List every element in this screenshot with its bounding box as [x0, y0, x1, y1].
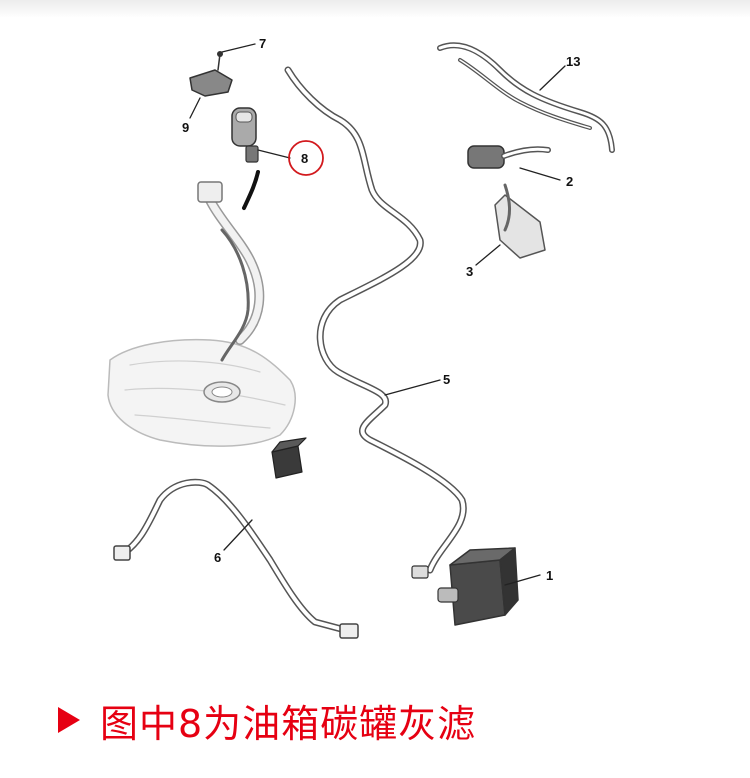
pipe-5	[284, 66, 467, 574]
clamp-part-9	[189, 51, 233, 97]
part-label-2: 2	[566, 174, 573, 189]
pipe-6	[113, 478, 359, 639]
bracket-3	[494, 183, 546, 259]
leader-lines	[189, 43, 566, 586]
part-label-1: 1	[546, 568, 553, 583]
part-8-highlight-circle	[288, 140, 324, 176]
part-label-5: 5	[443, 372, 450, 387]
pipe-13	[437, 42, 615, 153]
purge-valve-2	[467, 145, 551, 169]
part-label-9: 9	[182, 120, 189, 135]
parts-diagram: 1 2 3 5 6 7 8 9 13	[107, 36, 615, 639]
tank-valve-block	[271, 437, 307, 479]
caption-text: 图中8为油箱碳罐灰滤	[100, 701, 477, 746]
part-label-13: 13	[566, 54, 580, 69]
carbon-canister	[411, 547, 519, 626]
canister-ash-filter	[231, 107, 260, 210]
part-label-3: 3	[466, 264, 473, 279]
top-shade	[0, 0, 750, 18]
part-label-7: 7	[259, 36, 266, 51]
part-label-8: 8	[301, 151, 308, 166]
part-label-6: 6	[214, 550, 221, 565]
caption: 图中8为油箱碳罐灰滤	[58, 694, 476, 746]
filler-neck	[197, 181, 265, 362]
play-triangle-icon	[58, 707, 80, 733]
fuel-tank	[107, 338, 296, 447]
